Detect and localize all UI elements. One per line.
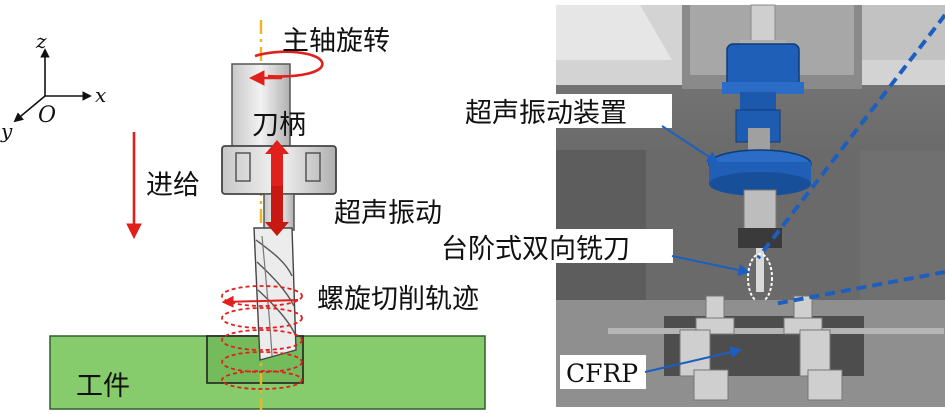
- schematic-panel: z x y O 工件 刀柄: [0, 20, 486, 410]
- feed-label: 进给: [146, 170, 200, 201]
- ultrasonic-device-label-box: [458, 94, 672, 128]
- step-tool: [756, 248, 764, 292]
- helical-direction-arrow: [221, 295, 299, 308]
- clamps: [679, 295, 843, 401]
- ultrasonic-device-label: 超声振动装置: [465, 98, 627, 129]
- ultrasonic-device-leader: [661, 125, 720, 164]
- step-tool-label: 台阶式双向铣刀: [441, 234, 630, 265]
- ultrasonic-vibration-arrow: 超声振动: [265, 140, 442, 236]
- cfrp-leader: [644, 346, 743, 373]
- machine-photo-panel: 超声振动装置 台阶式双向铣刀 CFRP: [437, 4, 945, 407]
- zoom-guide-line-lower: [773, 270, 945, 306]
- helical-path-label: 螺旋切削轨迹: [317, 284, 479, 315]
- ultrasonic-device: [708, 43, 812, 248]
- cfrp-label: CFRP: [566, 359, 638, 388]
- step-tool-label-box: [437, 229, 673, 263]
- spindle-rotation-label: 主轴旋转: [282, 26, 390, 57]
- workpiece-label: 工件: [76, 371, 130, 402]
- step-tool-leader: [671, 255, 751, 276]
- cfrp-label-box: [560, 355, 646, 389]
- ultrasonic-vibration-label: 超声振动: [334, 198, 442, 229]
- origin-label: O: [38, 103, 56, 128]
- tool-highlight-ellipse: [747, 253, 773, 303]
- zoom-guide-line-upper: [756, 13, 945, 260]
- tool-holder-label: 刀柄: [252, 110, 306, 141]
- helical-path: [221, 285, 303, 390]
- feed-arrow: 进给: [126, 132, 200, 240]
- axis-x-label: x: [95, 83, 106, 107]
- coordinate-axes: z x y O: [0, 29, 106, 143]
- fluted-cutter: [253, 227, 297, 361]
- axis-z-label: z: [35, 29, 47, 53]
- axis-y-label: y: [0, 119, 13, 143]
- spindle-rotation-arrow: 主轴旋转: [248, 26, 390, 86]
